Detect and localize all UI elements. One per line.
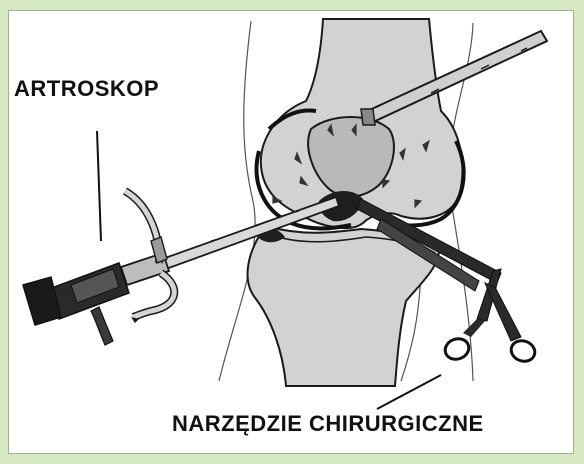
surgical-instrument-label: NARZĘDZIE CHIRURGICZNE — [172, 411, 484, 437]
arthroscope-label: ARTROSKOP — [14, 76, 159, 102]
arthroscope-leader-line — [97, 131, 101, 241]
